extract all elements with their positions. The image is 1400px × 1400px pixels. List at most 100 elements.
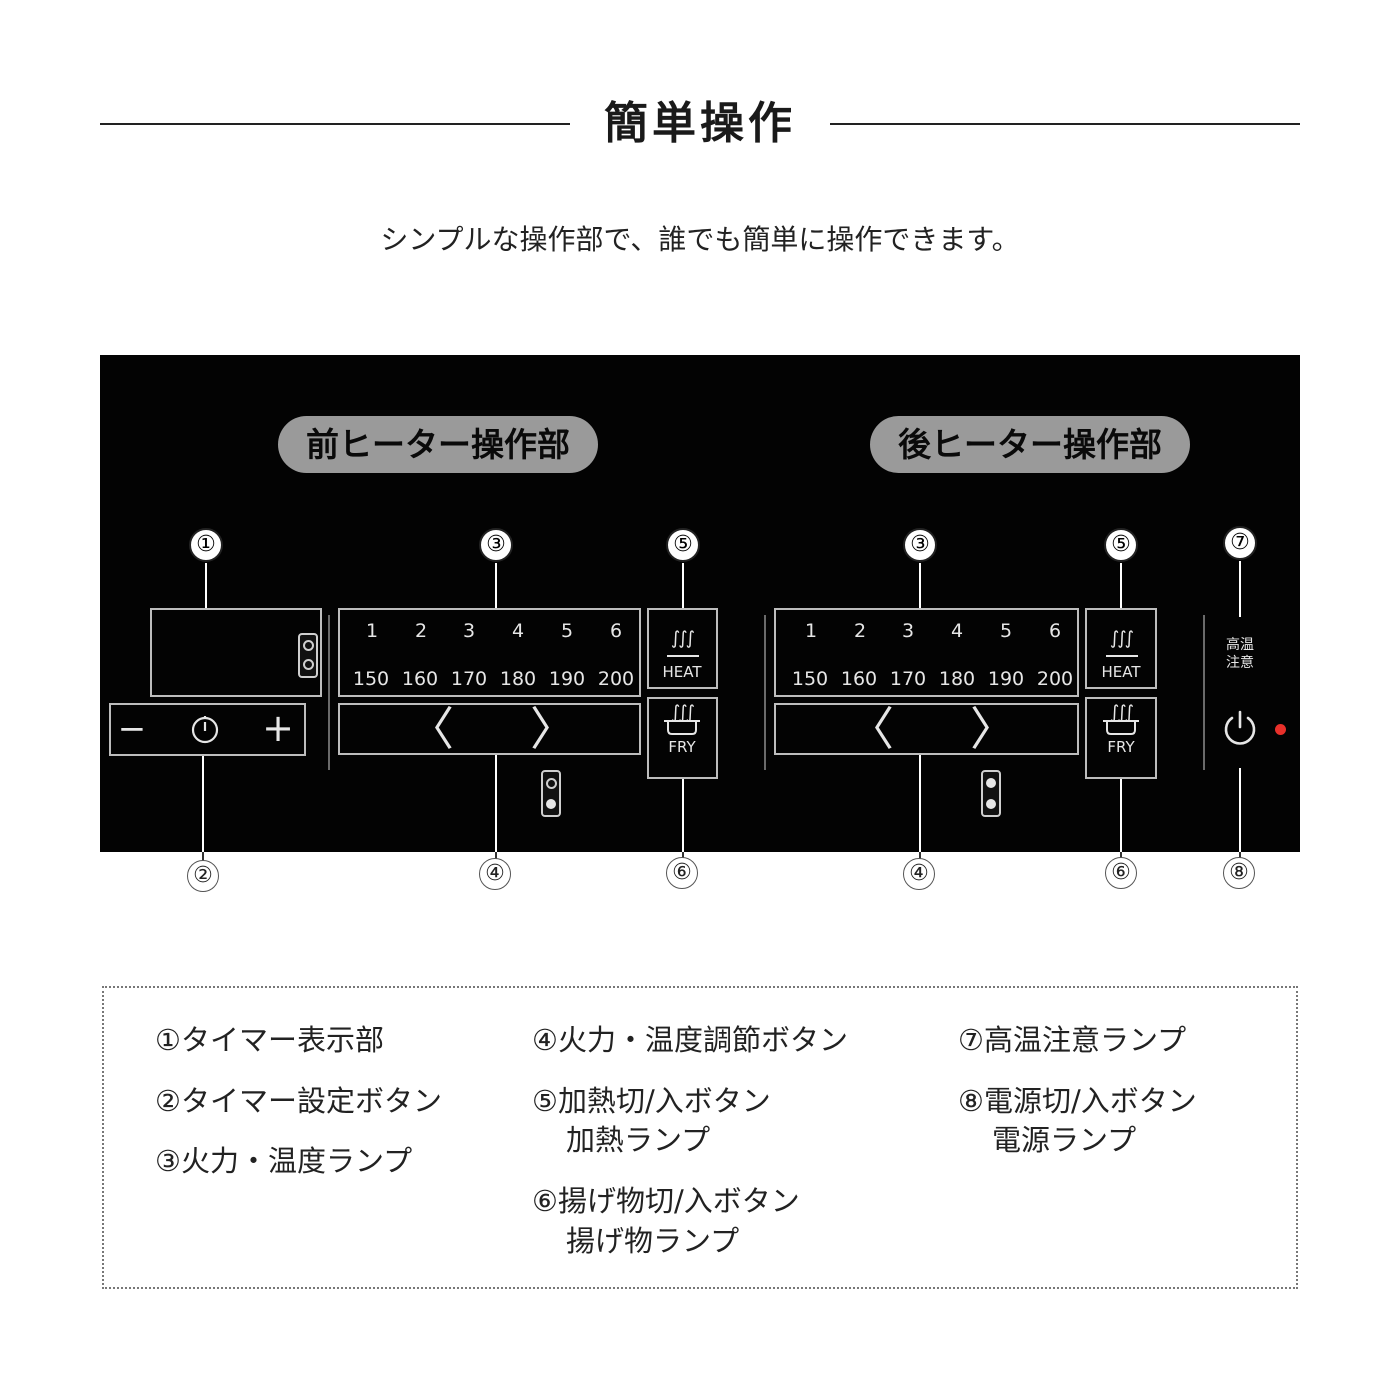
leader-6-rear-out	[1120, 852, 1122, 860]
page-title: 簡単操作	[604, 98, 796, 149]
rear-level-6: 6	[1048, 620, 1062, 642]
callout-4-front: ④	[479, 858, 511, 890]
rear-decrease-button[interactable]: 〈	[848, 702, 894, 756]
front-heat-button[interactable]	[647, 608, 718, 689]
timer-clock-icon[interactable]	[190, 714, 220, 748]
leader-2	[202, 755, 204, 858]
leader-8-out	[1239, 852, 1241, 860]
panel-separator-3	[1203, 615, 1205, 770]
timer-display	[150, 608, 322, 697]
rear-temp-160: 160	[840, 668, 878, 690]
rear-adjust-buttons	[774, 703, 1079, 755]
front-temp-190: 190	[548, 668, 586, 690]
rear-temp-150: 150	[791, 668, 829, 690]
page-subtitle: シンプルな操作部で、誰でも簡単に操作できます。	[380, 223, 1020, 256]
leader-6-front-out	[682, 852, 684, 860]
rear-fry-button[interactable]	[1085, 697, 1157, 779]
leader-5-front	[682, 563, 684, 609]
rear-heat-steam-icon: ∫∫∫	[1109, 628, 1134, 649]
legend-item-6: ⑥揚げ物切/入ボタン	[532, 1184, 800, 1218]
rear-increase-button[interactable]: 〉	[970, 702, 1016, 756]
callout-6-front: ⑥	[666, 857, 698, 889]
callout-5-front: ⑤	[666, 528, 700, 562]
front-temp-150: 150	[352, 668, 390, 690]
leader-8	[1239, 768, 1241, 858]
front-level-6: 6	[609, 620, 623, 642]
front-level-lamp-box	[338, 608, 641, 697]
legend-item-4: ④火力・温度調節ボタン	[532, 1023, 848, 1057]
front-heater-label: 前ヒーター操作部	[278, 416, 598, 473]
leader-3-rear	[919, 563, 921, 609]
callout-4-rear: ④	[903, 858, 935, 890]
leader-4-front-out	[495, 852, 497, 861]
callout-6-rear: ⑥	[1105, 857, 1137, 889]
front-temp-170: 170	[450, 668, 488, 690]
panel-separator-1	[328, 615, 330, 770]
callout-2: ②	[187, 860, 219, 892]
legend-item-5-sub: 加熱ランプ	[566, 1123, 711, 1157]
rear-fry-steam-icon: ∫∫∫	[1109, 702, 1134, 723]
timer-indicator-lamp	[298, 633, 318, 678]
callout-3-front: ③	[479, 528, 513, 562]
front-fry-steam-icon: ∫∫∫	[670, 702, 695, 723]
callout-1: ①	[189, 528, 223, 562]
leader-1	[205, 563, 207, 609]
rear-level-3: 3	[901, 620, 915, 642]
rear-level-2: 2	[853, 620, 867, 642]
front-temp-200: 200	[597, 668, 635, 690]
rear-level-5: 5	[999, 620, 1013, 642]
power-icon[interactable]	[1222, 709, 1258, 751]
front-fry-label: FRY	[668, 738, 696, 756]
legend-item-6-sub: 揚げ物ランプ	[566, 1224, 740, 1258]
rear-temp-180: 180	[938, 668, 976, 690]
legend-item-3: ③火力・温度ランプ	[155, 1144, 413, 1178]
front-adjust-buttons	[338, 703, 641, 755]
callout-7: ⑦	[1223, 526, 1257, 560]
legend-item-7: ⑦高温注意ランプ	[958, 1023, 1187, 1057]
front-level-5: 5	[560, 620, 574, 642]
title-rule-left	[100, 123, 570, 125]
front-fry-button[interactable]	[647, 697, 718, 779]
front-heat-label: HEAT	[662, 663, 702, 681]
legend-item-1: ①タイマー表示部	[155, 1023, 384, 1057]
timer-set-buttons[interactable]	[109, 703, 306, 756]
leader-6-front	[682, 779, 684, 858]
timer-minus-button[interactable]: −	[117, 709, 147, 749]
legend-item-5: ⑤加熱切/入ボタン	[532, 1084, 771, 1118]
rear-fry-pot-icon	[1101, 718, 1141, 740]
legend-box	[102, 986, 1298, 1289]
front-fry-pot-icon	[662, 718, 702, 740]
leader-4-rear	[919, 755, 921, 858]
front-heat-steam-icon: ∫∫∫	[670, 628, 695, 649]
power-indicator-lamp	[1275, 724, 1286, 735]
front-decrease-button[interactable]: 〈	[408, 702, 454, 756]
front-heat-underline	[667, 655, 699, 657]
rear-temp-200: 200	[1036, 668, 1074, 690]
front-heater-indicator-lamp	[541, 770, 561, 817]
front-level-2: 2	[414, 620, 428, 642]
callout-3-rear: ③	[903, 528, 937, 562]
rear-heat-label: HEAT	[1101, 663, 1141, 681]
leader-4-rear-out	[919, 852, 921, 861]
high-temp-warning-lamp: 高温注意	[1226, 637, 1254, 671]
legend-item-2: ②タイマー設定ボタン	[155, 1084, 442, 1118]
rear-heater-label: 後ヒーター操作部	[870, 416, 1190, 473]
leader-2-out	[202, 852, 204, 862]
leader-7	[1239, 561, 1241, 617]
callout-8: ⑧	[1223, 857, 1255, 889]
rear-level-lamp-box	[774, 608, 1079, 697]
rear-heat-underline	[1106, 655, 1138, 657]
leader-6-rear	[1120, 779, 1122, 858]
rear-heater-indicator-lamp	[981, 770, 1001, 817]
rear-temp-170: 170	[889, 668, 927, 690]
leader-5-rear	[1120, 563, 1122, 609]
front-increase-button[interactable]: 〉	[530, 702, 576, 756]
front-level-1: 1	[365, 620, 379, 642]
panel-separator-2	[764, 615, 766, 770]
callout-5-rear: ⑤	[1104, 528, 1138, 562]
timer-plus-button[interactable]: +	[262, 706, 294, 750]
rear-level-1: 1	[804, 620, 818, 642]
rear-temp-190: 190	[987, 668, 1025, 690]
rear-heat-button[interactable]	[1085, 608, 1157, 689]
title-rule-right	[830, 123, 1300, 125]
